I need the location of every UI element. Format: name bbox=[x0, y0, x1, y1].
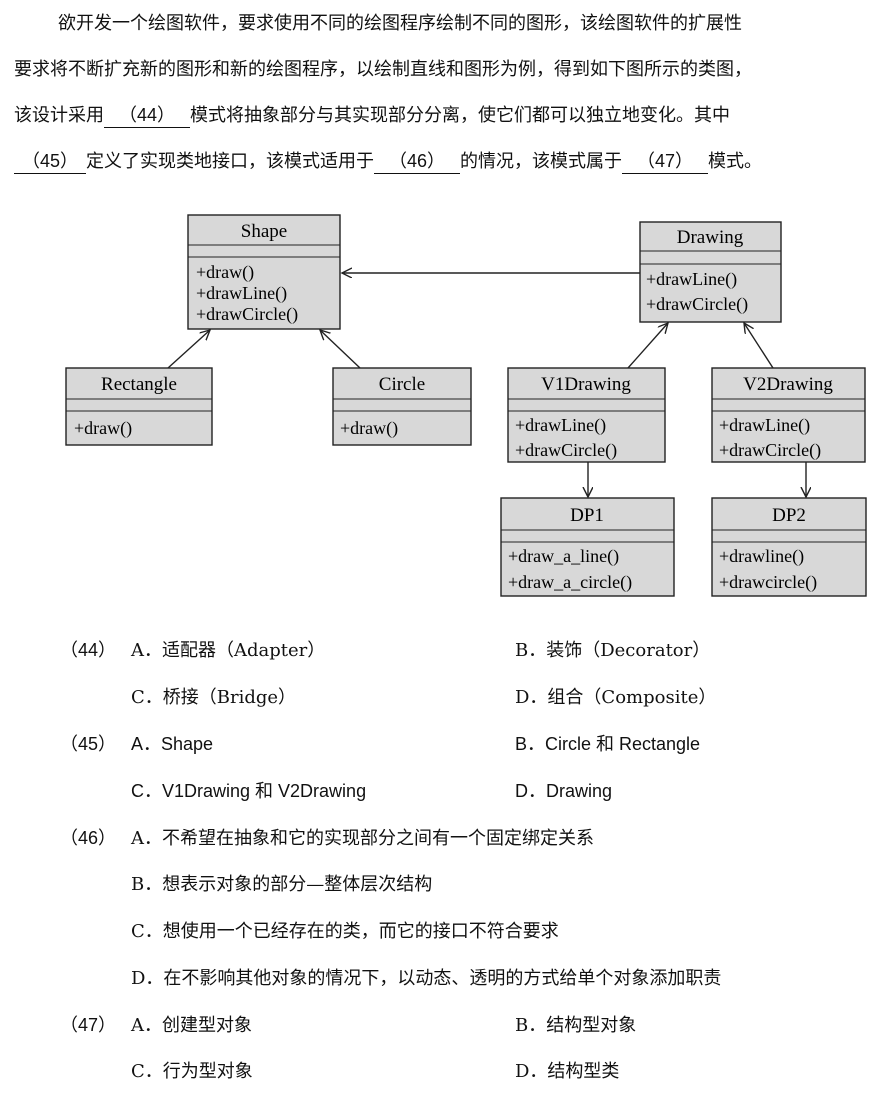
option-44-a[interactable]: A．适配器（Adapter） bbox=[131, 640, 326, 661]
option-47-c[interactable]: C．行为型对象 bbox=[131, 1061, 253, 1082]
stem-line-1: 欲开发一个绘图软件，要求使用不同的绘图程序绘制不同的图形，该绘图软件的扩展性 bbox=[58, 13, 742, 34]
option-44-d[interactable]: D．组合（Composite） bbox=[515, 687, 717, 708]
shape-class-name: Shape bbox=[241, 221, 287, 242]
v1drawing-class-name: V1Drawing bbox=[541, 374, 631, 395]
v1drawing-method: +drawLine() bbox=[515, 415, 606, 436]
question-stem: 欲开发一个绘图软件，要求使用不同的绘图程序绘制不同的图形，该绘图软件的扩展性 要… bbox=[14, 2, 876, 186]
option-47-d[interactable]: D．结构型类 bbox=[515, 1061, 620, 1082]
inheritance-arrow-v2drawing bbox=[744, 323, 774, 369]
inheritance-arrow-v1drawing bbox=[627, 323, 668, 369]
dp1-method: +draw_a_line() bbox=[508, 546, 619, 567]
option-45-d[interactable]: D．Drawing bbox=[515, 781, 613, 801]
stem-line-3: 该设计采用（44）模式将抽象部分与其实现部分分离，使它们都可以独立地变化。其中 bbox=[14, 103, 730, 128]
class-shape: Shape +draw() +drawLine() +drawCircle() bbox=[187, 214, 341, 330]
blank-47: （47） bbox=[622, 149, 708, 174]
circle-method: +draw() bbox=[340, 418, 398, 439]
blank-45: （45） bbox=[14, 149, 86, 174]
v1drawing-method: +drawCircle() bbox=[515, 440, 617, 461]
option-45-b[interactable]: B．Circle 和 Rectangle bbox=[515, 734, 701, 754]
inheritance-arrow-rectangle bbox=[167, 330, 210, 369]
dp2-class-name: DP2 bbox=[772, 505, 806, 526]
class-circle: Circle +draw() bbox=[332, 367, 472, 446]
shape-method: +drawCircle() bbox=[196, 304, 298, 325]
option-44-c[interactable]: C．桥接（Bridge） bbox=[131, 687, 297, 708]
stem-line-4: （45）定义了实现类地接口，该模式适用于（46）的情况，该模式属于（47）模式。 bbox=[14, 140, 876, 186]
option-46-d[interactable]: D．在不影响其他对象的情况下，以动态、透明的方式给单个对象添加职责 bbox=[131, 968, 722, 989]
drawing-class-name: Drawing bbox=[677, 227, 744, 248]
rectangle-method: +draw() bbox=[74, 418, 132, 439]
option-45-c[interactable]: C．V1Drawing 和 V2Drawing bbox=[131, 781, 367, 801]
v2drawing-class-name: V2Drawing bbox=[743, 374, 833, 395]
option-44-b[interactable]: B．装饰（Decorator） bbox=[515, 640, 711, 661]
uml-class-diagram: Shape +draw() +drawLine() +drawCircle() … bbox=[65, 214, 867, 597]
drawing-method: +drawLine() bbox=[646, 269, 737, 290]
dp1-class-name: DP1 bbox=[570, 505, 604, 526]
option-47-a[interactable]: A．创建型对象 bbox=[131, 1015, 252, 1036]
class-dp2: DP2 +drawline() +drawcircle() bbox=[711, 497, 867, 597]
drawing-method: +drawCircle() bbox=[646, 294, 748, 315]
class-v2drawing: V2Drawing +drawLine() +drawCircle() bbox=[711, 367, 866, 463]
dp1-method: +draw_a_circle() bbox=[508, 572, 632, 593]
option-46-c[interactable]: C．想使用一个已经存在的类，而它的接口不符合要求 bbox=[131, 921, 559, 942]
option-45-a[interactable]: A．Shape bbox=[131, 734, 214, 754]
class-v1drawing: V1Drawing +drawLine() +drawCircle() bbox=[507, 367, 666, 463]
shape-method: +draw() bbox=[196, 262, 254, 283]
v2drawing-method: +drawLine() bbox=[719, 415, 810, 436]
circle-class-name: Circle bbox=[379, 374, 425, 395]
v2drawing-method: +drawCircle() bbox=[719, 440, 821, 461]
class-rectangle: Rectangle +draw() bbox=[65, 367, 213, 446]
dp2-method: +drawline() bbox=[719, 546, 804, 567]
blank-44: （44） bbox=[104, 103, 190, 128]
question-number-46: （46） bbox=[60, 828, 117, 848]
blank-46: （46） bbox=[374, 149, 460, 174]
option-46-a[interactable]: A．不希望在抽象和它的实现部分之间有一个固定绑定关系 bbox=[131, 828, 594, 849]
option-46-b[interactable]: B．想表示对象的部分—整体层次结构 bbox=[131, 874, 433, 895]
question-number-47: （47） bbox=[60, 1015, 117, 1035]
question-number-45: （45） bbox=[60, 734, 117, 754]
dp2-method: +drawcircle() bbox=[719, 572, 817, 593]
option-47-b[interactable]: B．结构型对象 bbox=[515, 1015, 637, 1036]
stem-line-2: 要求将不断扩充新的图形和新的绘图程序，以绘制直线和图形为例，得到如下图所示的类图… bbox=[14, 59, 752, 80]
class-drawing: Drawing +drawLine() +drawCircle() bbox=[639, 221, 782, 323]
shape-method: +drawLine() bbox=[196, 283, 287, 304]
question-number-44: （44） bbox=[60, 640, 117, 660]
class-dp1: DP1 +draw_a_line() +draw_a_circle() bbox=[500, 497, 675, 597]
inheritance-arrow-circle bbox=[320, 330, 361, 369]
rectangle-class-name: Rectangle bbox=[101, 374, 177, 395]
